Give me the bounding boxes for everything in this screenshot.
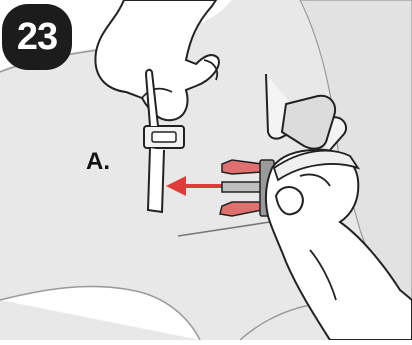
- step-number-badge: 23: [2, 4, 72, 70]
- webbing-strap: [148, 148, 164, 212]
- slider-slot: [152, 132, 176, 142]
- step-number: 23: [17, 16, 57, 59]
- buckle-prong-middle: [222, 182, 262, 192]
- callout-label-a: A.: [86, 148, 110, 176]
